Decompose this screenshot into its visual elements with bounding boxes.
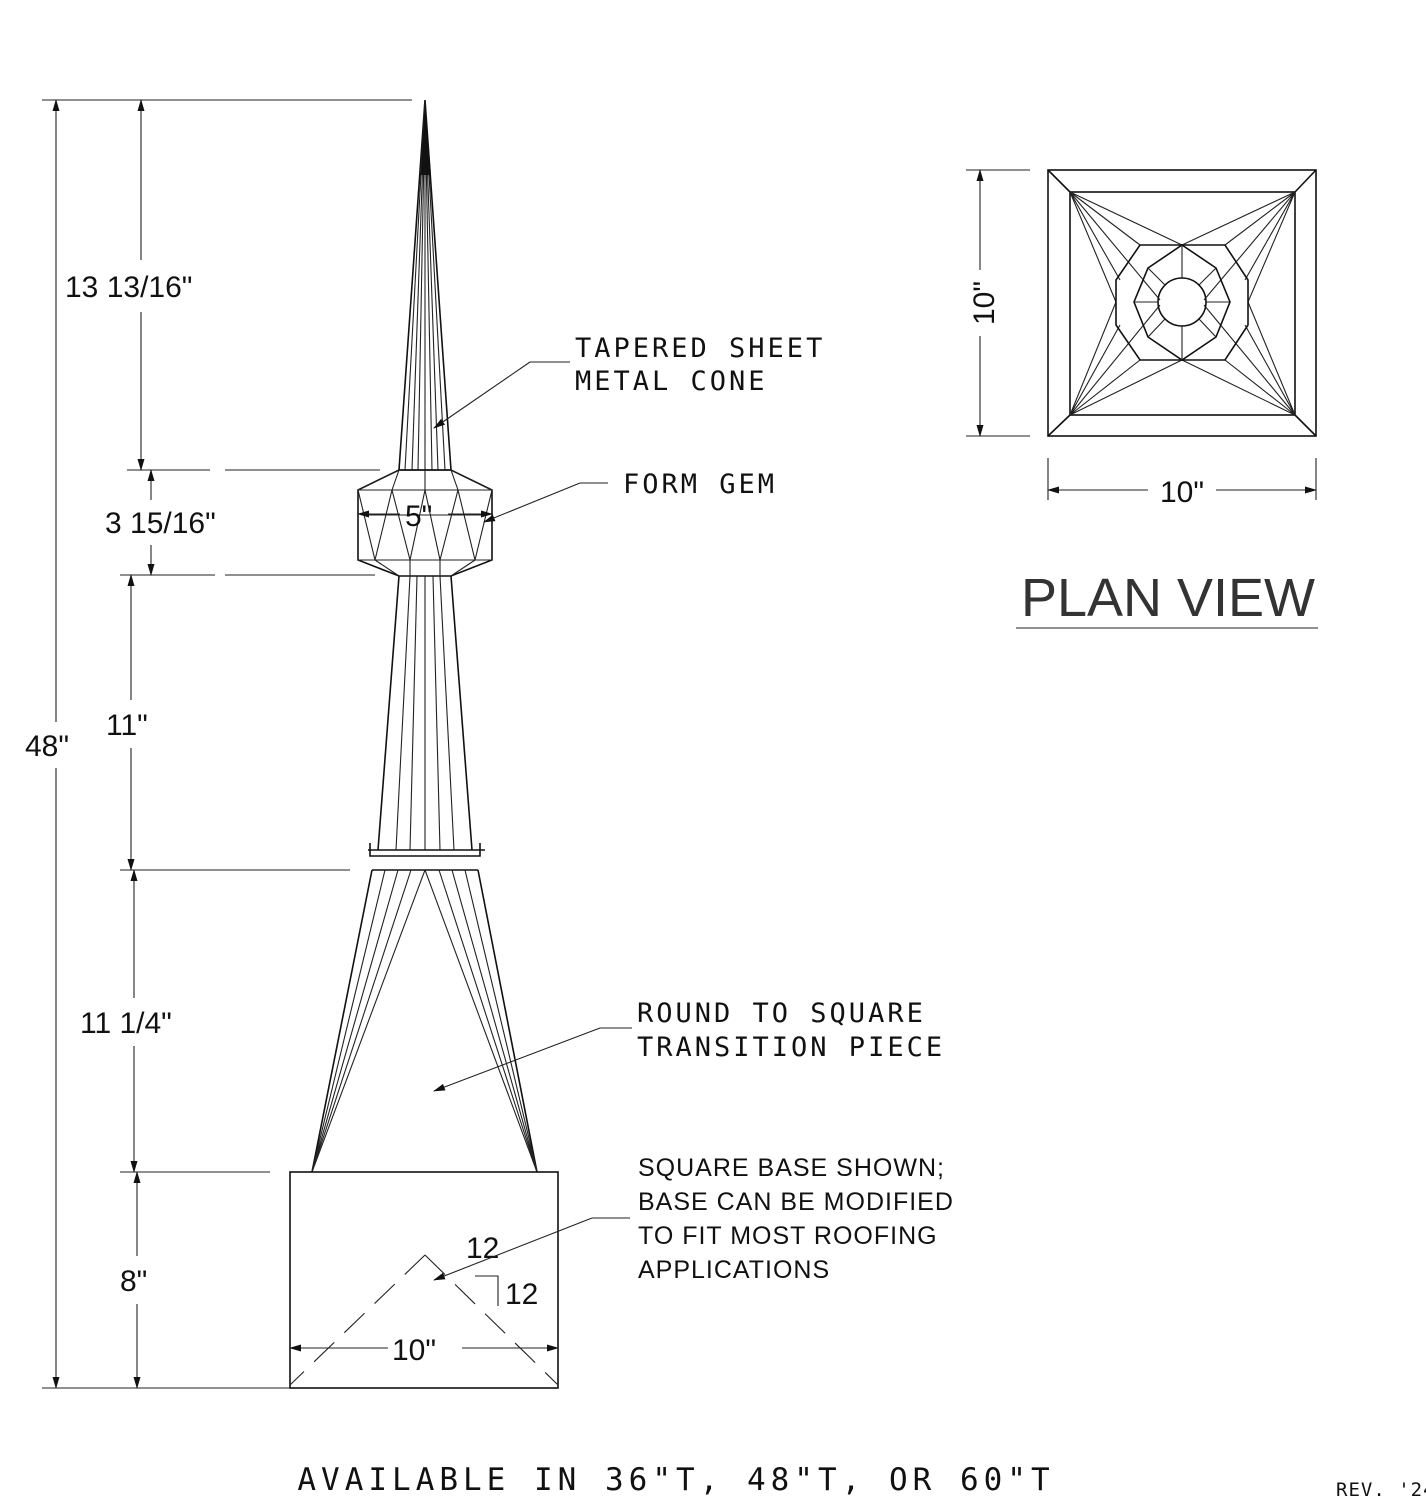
leader-lines	[433, 361, 632, 1281]
transition-piece	[311, 869, 538, 1173]
base-width-dim: 10"	[392, 1334, 436, 1367]
gem-height-dim: 3 15/16"	[105, 507, 216, 540]
base-height-dim: 8"	[120, 1265, 147, 1298]
dimension-lines	[42, 99, 559, 1389]
base-note-line3: TO FIT MOST ROOFING	[638, 1222, 938, 1250]
plan-view-title: PLAN VIEW	[1021, 568, 1315, 628]
cone-callout-line2: METAL CONE	[575, 366, 768, 397]
tapered-cone	[398, 99, 452, 471]
roof-pitch-run: 12	[466, 1232, 499, 1265]
roof-pitch-rise: 12	[505, 1278, 538, 1311]
plan-height-dim: 10"	[968, 281, 1001, 325]
base-note-line4: APPLICATIONS	[638, 1256, 830, 1284]
spire-elevation	[289, 99, 559, 1389]
upper-shaft	[368, 575, 485, 857]
transition-callout-line2: TRANSITION PIECE	[637, 1032, 945, 1063]
gem-width-dim: 5"	[405, 500, 432, 533]
transition-callout-line1: ROUND TO SQUARE	[637, 998, 926, 1029]
upper-shaft-dim: 11"	[106, 709, 148, 742]
plan-view	[966, 169, 1317, 500]
square-base	[289, 1171, 559, 1389]
transition-height-dim: 11 1/4"	[80, 1007, 172, 1040]
cone-callout-line1: TAPERED SHEET	[575, 333, 825, 364]
revision-label: REV. '24	[1336, 1479, 1426, 1501]
base-note-line1: SQUARE BASE SHOWN;	[638, 1154, 945, 1182]
plan-width-dim: 10"	[1160, 476, 1204, 509]
base-note-line2: BASE CAN BE MODIFIED	[638, 1188, 954, 1216]
availability-note: AVAILABLE IN 36"T, 48"T, OR 60"T	[297, 1462, 1054, 1498]
overall-height-dim: 48"	[25, 730, 69, 763]
cone-height-dim: 13 13/16"	[65, 271, 192, 304]
gem-callout: FORM GEM	[623, 469, 777, 500]
